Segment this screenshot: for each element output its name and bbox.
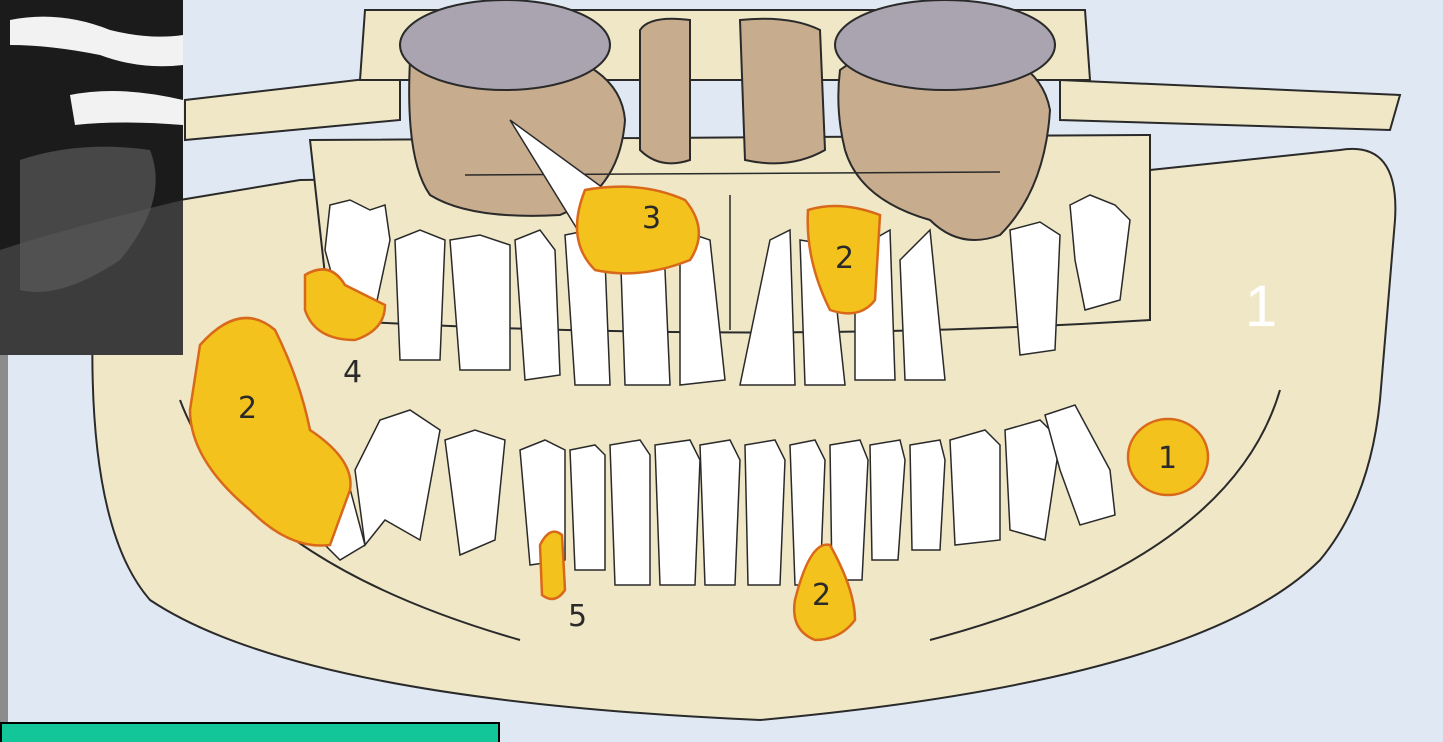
xray-inset-image <box>0 0 183 355</box>
caption-bar <box>0 722 500 742</box>
orbit-left <box>400 0 610 90</box>
marker-label-4: 4 <box>343 355 362 390</box>
left-edge-strip <box>0 355 8 722</box>
marker-label-1: 1 <box>1158 441 1177 476</box>
slide-number: 1 <box>1245 278 1277 336</box>
marker-label-2-upper: 2 <box>835 241 854 276</box>
lesion-5 <box>540 532 565 599</box>
orbit-right <box>835 0 1055 90</box>
marker-label-3: 3 <box>642 201 661 236</box>
lesion-3 <box>577 187 699 274</box>
marker-label-5: 5 <box>568 599 587 634</box>
marker-label-2-left: 2 <box>238 391 257 426</box>
marker-label-2-lower: 2 <box>812 578 831 613</box>
